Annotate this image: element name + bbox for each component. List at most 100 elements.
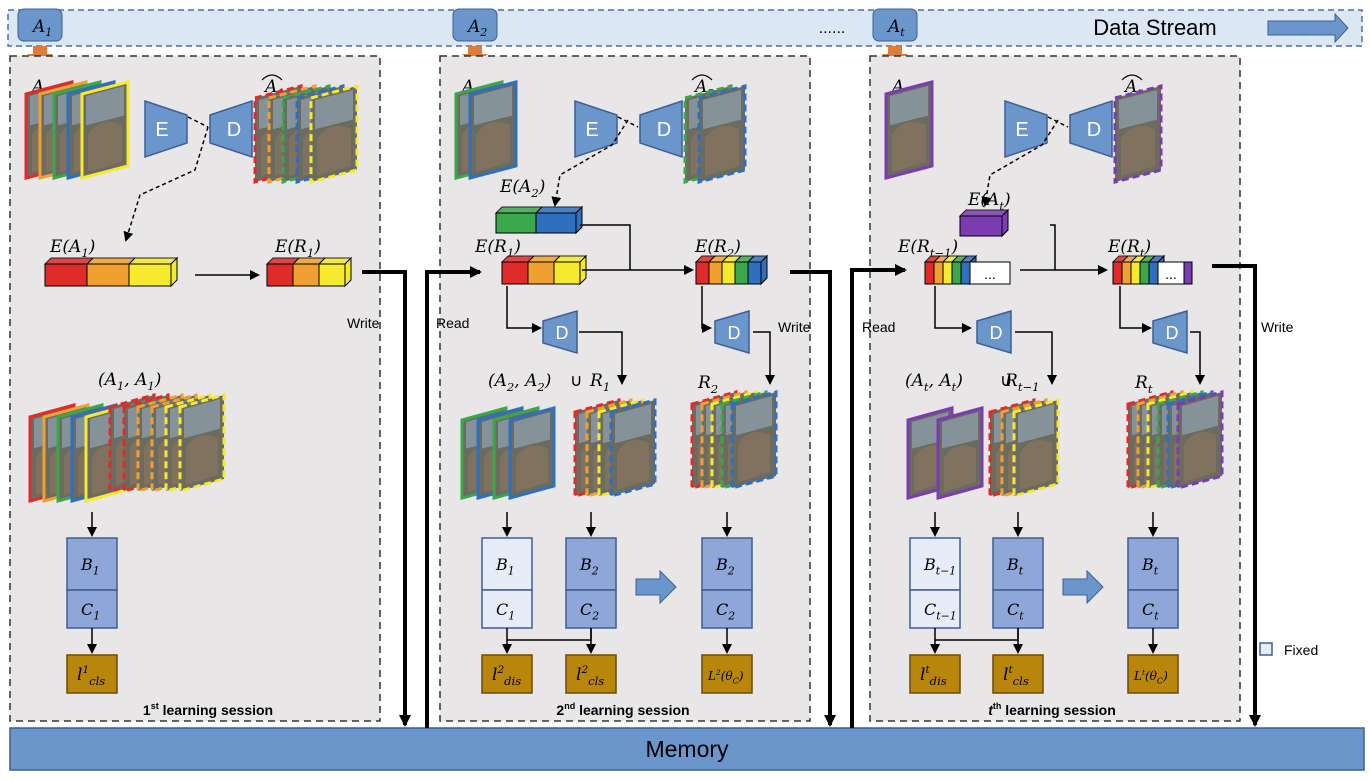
- training-frames-replay: [988, 398, 1060, 498]
- learning-session-panel-2: A2EDA2E(A2)E(R1)E(R2)DD(A2, A2)∪R1R2B1C1…: [439, 55, 811, 722]
- chip-at-sub: t: [900, 26, 905, 39]
- svg-text:A1: A1: [31, 17, 52, 39]
- vector-cell-top: [43, 257, 95, 265]
- pair-label: (At, At): [905, 371, 963, 394]
- vector-cell: [495, 212, 537, 234]
- decoder-to-frames-arrow: [1190, 331, 1205, 385]
- vector-cell: [1130, 261, 1141, 285]
- decoder-to-frames-arrow: [1015, 331, 1057, 385]
- vector-cell-top: [494, 206, 544, 214]
- replay-output-label: R2: [697, 373, 718, 396]
- decoder-trapezoid: [209, 99, 253, 159]
- vector-cell-top: [85, 257, 137, 265]
- hat-mark: [691, 74, 713, 81]
- backbone-label: B1: [495, 555, 515, 577]
- vector-cell: [1183, 261, 1193, 285]
- data-stream-bar: Data Stream ......: [7, 9, 1363, 47]
- encoder-label: E: [1015, 119, 1028, 141]
- memory-write-vector: ...: [1111, 254, 1185, 286]
- backbone-label: B2: [715, 555, 735, 577]
- vector-ellipsis: ...: [1165, 266, 1177, 282]
- legend-fixed: Fixed: [1259, 642, 1318, 658]
- vector-cell: [527, 261, 555, 285]
- vector-cell: [1148, 261, 1159, 285]
- read-label: Read: [862, 319, 895, 335]
- memory-write-label: E(R2): [694, 237, 741, 260]
- chip-a2-sub: 2: [479, 26, 487, 39]
- frame-content: [1020, 440, 1052, 490]
- loss-param: L2(θC): [701, 654, 753, 694]
- backbone-block: [481, 537, 533, 591]
- loss-label: l1cls: [77, 664, 105, 688]
- legend-fixed-swatch: [1259, 642, 1273, 656]
- replay-output-label: Rt: [1134, 373, 1153, 396]
- decoder-trapezoid: [976, 309, 1012, 355]
- encoder-block: E: [574, 99, 618, 159]
- write-to-memory-arrow: [362, 270, 411, 727]
- loss-background: [701, 654, 753, 694]
- loss-background: [992, 654, 1044, 694]
- union-symbol: ∪: [570, 371, 582, 390]
- concat-line: [1050, 224, 1056, 270]
- decoder-label: D: [556, 323, 569, 343]
- frame-sky: [1018, 404, 1054, 444]
- read-to-decoder-arrow: [506, 286, 542, 333]
- fixed-head-previous: Bt−1Ct−1: [909, 537, 961, 629]
- frame-sky: [736, 396, 772, 436]
- write-to-memory-arrow: [1212, 264, 1261, 727]
- write-label: Write: [347, 315, 380, 331]
- training-frames-current: [460, 406, 556, 500]
- decoder-block: D: [639, 99, 683, 159]
- decoder-block: D: [714, 309, 750, 355]
- encoder-to-vector-arrow: [981, 119, 1059, 207]
- memory-vector-label: E(R1): [274, 237, 321, 260]
- encoded-input-vector: [494, 205, 584, 235]
- encoder-decoder-link: [1047, 116, 1069, 128]
- frame-sky: [1182, 396, 1218, 436]
- backbone-block: [992, 537, 1044, 591]
- encoded-input-label: E(A2): [499, 177, 545, 200]
- decoder-trapezoid: [1069, 99, 1113, 159]
- frame-sky: [703, 90, 741, 130]
- backbone-block: [66, 537, 118, 591]
- encoded-input-label: E(A1): [49, 237, 95, 260]
- frame-content: [516, 445, 548, 492]
- vector-cell: [960, 261, 971, 285]
- loss-label: l2dis: [492, 664, 521, 688]
- learning-session-panel-3: AtEDAtE(At)E(Rt−1)...E(Rt)...DD(At, At)∪…: [869, 55, 1241, 722]
- decoder-block: D: [1069, 99, 1113, 159]
- backbone-block: [909, 537, 961, 591]
- vector-cell: [266, 263, 294, 287]
- frame-content: [186, 435, 218, 485]
- input-video-frames: [24, 80, 130, 180]
- replay-label: R1: [589, 371, 610, 394]
- vector-cell: [933, 261, 944, 285]
- decoder-to-frames-arrow: [753, 331, 775, 385]
- loss-background: [565, 654, 617, 694]
- vector-side: [344, 256, 352, 288]
- frame-sky: [514, 412, 550, 449]
- encoded-input-label: E(At): [967, 190, 1011, 213]
- union-symbol: ∪: [1000, 371, 1012, 390]
- hat-mark: [261, 74, 283, 81]
- loss-background: [66, 654, 118, 694]
- decoder-block: D: [976, 309, 1012, 355]
- vector-cell: [959, 215, 1003, 237]
- decoder-label: D: [657, 119, 671, 141]
- loss-label: L2(θC): [707, 668, 744, 685]
- frame-sky: [184, 399, 220, 439]
- frame-content: [617, 440, 649, 490]
- memory-write-label: E(Rt): [1107, 237, 1151, 260]
- vector-cell: [747, 261, 762, 285]
- vector-side: [1001, 208, 1009, 238]
- decoder-block: D: [209, 99, 253, 159]
- encoder-decoder-link: [187, 116, 209, 128]
- memory-read-label: E(R1): [474, 237, 521, 260]
- classifier-label: C2: [716, 600, 735, 622]
- memory-bar: Memory: [9, 727, 1365, 771]
- svg-text:A2: A2: [466, 17, 487, 39]
- backbone-label: Bt: [1006, 555, 1024, 577]
